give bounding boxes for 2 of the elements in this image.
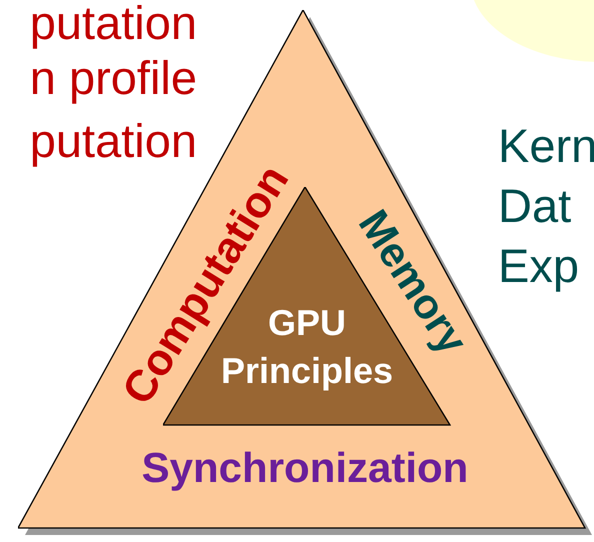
- text-line: Dat: [498, 182, 572, 229]
- base-label: Synchronization: [142, 447, 468, 489]
